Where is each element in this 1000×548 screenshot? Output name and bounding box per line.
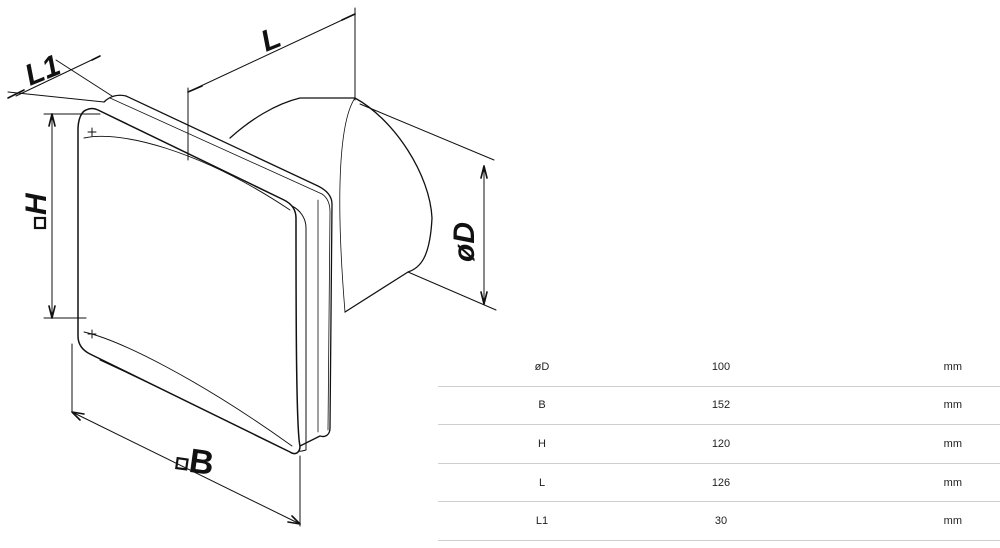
- unit-cell: mm: [796, 463, 1000, 503]
- label-l: L: [256, 21, 285, 58]
- param-cell: øD: [438, 348, 646, 387]
- param-cell: B: [438, 386, 646, 426]
- dimension-l1: [7, 55, 113, 103]
- value-cell: 126: [646, 463, 796, 503]
- param-cell: H: [438, 424, 646, 464]
- unit-cell: mm: [796, 348, 1000, 387]
- corner-marks: [87, 127, 97, 339]
- param-cell: L: [438, 463, 646, 503]
- square-symbol-icon: [33, 216, 47, 230]
- dimension-h: [43, 113, 101, 319]
- value-cell: 30: [646, 501, 796, 541]
- value-cell: 152: [646, 386, 796, 426]
- unit-cell: mm: [796, 386, 1000, 426]
- value-cell: 120: [646, 424, 796, 464]
- dimension-d: [359, 103, 497, 311]
- label-l1: L1: [20, 49, 65, 93]
- front-panel: [77, 107, 307, 455]
- value-cell: 100: [646, 348, 796, 387]
- dimension-l: [187, 7, 356, 161]
- label-b-group: B: [175, 442, 217, 483]
- unit-cell: mm: [796, 424, 1000, 464]
- param-cell: L1: [438, 501, 646, 541]
- label-h: H: [20, 192, 53, 215]
- unit-cell: mm: [796, 501, 1000, 541]
- label-d: øD: [448, 222, 481, 262]
- label-h-group: H: [20, 192, 53, 230]
- square-symbol-icon: [175, 456, 189, 471]
- label-b: B: [187, 442, 217, 483]
